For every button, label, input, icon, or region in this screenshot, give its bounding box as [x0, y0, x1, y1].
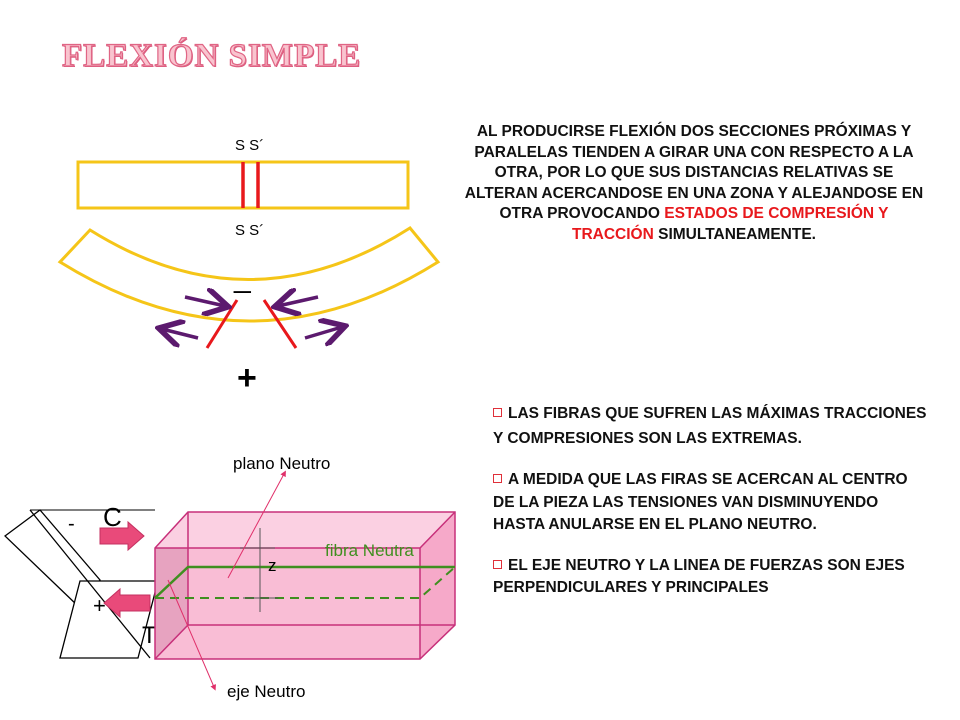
bullet-square-icon [493, 474, 502, 483]
slide-title: FLEXIÓN SIMPLE [61, 37, 362, 74]
fibra-neutra-label: fibra Neutra [325, 541, 414, 560]
bullet-text: A MEDIDA QUE LAS FIRAS SE ACERCAN AL CEN… [493, 471, 908, 533]
stress-minus: - [68, 513, 75, 535]
plano-neutro-label: plano Neutro [233, 454, 330, 473]
tension-arrow-left [162, 329, 199, 338]
eje-neutro-pointer [167, 579, 216, 691]
bullet-text: LAS FIBRAS QUE SUFREN LAS MÁXIMAS TRACCI… [493, 405, 927, 447]
bullet-item: LAS FIBRAS QUE SUFREN LAS MÁXIMAS TRACCI… [493, 402, 933, 451]
stress-axis [29, 509, 151, 659]
top-section-label: S S´ [235, 137, 264, 154]
tension-label: T [142, 622, 157, 649]
bottom-section-label: S S´ [235, 222, 264, 239]
intro-highlight: ESTADOS DE COMPRESIÓN Y TRACCIÓN [572, 205, 889, 243]
compression-label: C [103, 502, 122, 532]
minus-sign: _ [233, 261, 252, 294]
bullet-list: LAS FIBRAS QUE SUFREN LAS MÁXIMAS TRACCI… [493, 402, 933, 618]
compression-triangle [3, 509, 101, 607]
compression-force-arrow [99, 520, 145, 552]
prism-right-face [420, 512, 455, 659]
intro-paragraph: AL PRODUCIRSE FLEXIÓN DOS SECCIONES PRÓX… [458, 122, 930, 245]
bullet-text: EL EJE NEUTRO Y LA LINEA DE FUERZAS SON … [493, 556, 905, 597]
z-label: z [268, 556, 277, 575]
prism-top-face [155, 512, 455, 548]
neutral-fiber [154, 565, 455, 599]
bullet-square-icon [493, 559, 502, 569]
compression-arrow-left [184, 297, 225, 306]
bullet-square-icon [493, 408, 502, 417]
intro-end: SIMULTANEAMENTE. [658, 225, 816, 243]
bent-beam [57, 226, 441, 323]
bullet-item: A MEDIDA QUE LAS FIRAS SE ACERCAN AL CEN… [493, 469, 933, 537]
tension-force-arrow [103, 587, 151, 619]
compression-arrow-right [278, 297, 319, 306]
plano-neutro-pointer [227, 470, 286, 579]
eje-neutro-label: eje Neutro [227, 682, 305, 701]
plus-sign: + [237, 359, 257, 397]
tension-arrow-right [304, 327, 342, 338]
intro-text: AL PRODUCIRSE FLEXIÓN DOS SECCIONES PRÓX… [464, 123, 924, 222]
stress-plus: + [93, 593, 106, 618]
bullet-item: EL EJE NEUTRO Y LA LINEA DE FUERZAS SON … [493, 555, 933, 600]
